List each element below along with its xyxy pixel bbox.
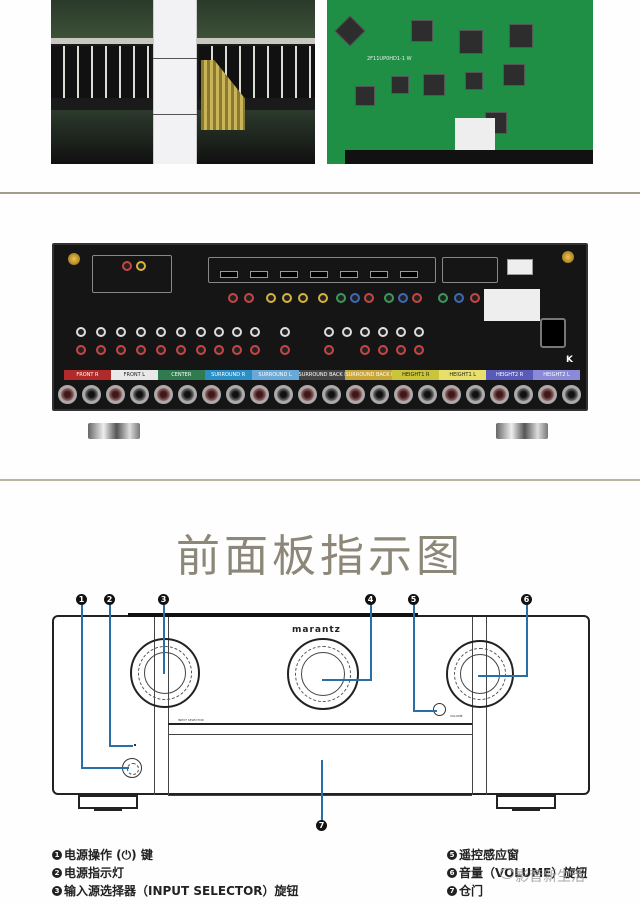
speaker-label: FRONT L: [110, 370, 158, 380]
amplifier-interior-photo: [51, 0, 315, 164]
pcb-marking: 2F11UP0HD1-1 W: [367, 56, 412, 62]
chip: [503, 64, 525, 86]
ribbon-cable: [153, 0, 197, 164]
front-foot-left: [78, 795, 138, 811]
speaker-label: SURROUND BACK L: [345, 370, 393, 380]
hdmi-port: [310, 271, 328, 278]
antenna-connector: [68, 253, 80, 265]
front-panel-title: 前面板指示图: [176, 531, 464, 582]
chip: [459, 30, 483, 54]
heatsink: [51, 46, 151, 98]
input-selector-knob[interactable]: [130, 638, 200, 708]
legend-item: 6 音量（VOLUME）旋钮: [447, 864, 587, 882]
wechat-icon: [500, 868, 514, 879]
legend-right: 5 遥控感应窗 6 音量（VOLUME）旋钮 7 仓门: [447, 846, 587, 900]
chip: [465, 72, 483, 90]
rear-panel-photo: FRONT R FRONT L CENTER SURROUND R SURROU…: [52, 243, 588, 411]
hdmi-port: [370, 271, 388, 278]
hdmi-port: [280, 271, 298, 278]
legend-item: 3 输入源选择器（INPUT SELECTOR）旋钮: [52, 882, 299, 900]
hdmi-in-block: [208, 257, 436, 283]
lan-port: [507, 259, 533, 275]
callout-5: 5: [408, 594, 419, 605]
callout-2: 2: [104, 594, 115, 605]
hdmi-port: [250, 271, 268, 278]
hdmi-port: [340, 271, 358, 278]
ac-inlet: [540, 318, 566, 348]
chip: [391, 76, 409, 94]
speaker-label: HEIGHT2 L: [533, 370, 580, 380]
speaker-label: SURROUND L: [251, 370, 299, 380]
legend-item: 2 电源指示灯: [52, 864, 299, 882]
rear-foot-right: [496, 423, 548, 439]
legend-left: 1 电源操作 (⏻) 键 2 电源指示灯 3 输入源选择器（INPUT SELE…: [52, 846, 299, 900]
front-panel-diagram: marantz VOLUME INPUT SELECTOR 1 2 3 4 5 …: [0, 590, 640, 840]
rear-panel-k-mark: K: [566, 355, 573, 365]
speaker-terminal-labels: FRONT R FRONT L CENTER SURROUND R SURROU…: [64, 370, 580, 380]
hdmi-out-block: [442, 257, 498, 283]
speaker-label: HEIGHT1 L: [439, 370, 487, 380]
speaker-label: HEIGHT1 R: [392, 370, 440, 380]
front-foot-right: [496, 795, 556, 811]
power-indicator: [134, 744, 136, 746]
speaker-label: HEIGHT2 R: [486, 370, 534, 380]
center-knob[interactable]: [287, 638, 359, 710]
callout-3: 3: [158, 594, 169, 605]
brand-logo: marantz: [292, 625, 341, 635]
interior-photos: 2F11UP0HD1-1 W: [51, 0, 593, 164]
section-divider: [0, 479, 640, 481]
input-selector-label: INPUT SELECTOR: [178, 718, 204, 722]
remote-sensor-window: [433, 703, 446, 716]
callout-4: 4: [365, 594, 376, 605]
chip: [355, 86, 375, 106]
volume-knob[interactable]: [446, 640, 514, 708]
rear-foot-left: [88, 423, 140, 439]
pcb-photo: 2F11UP0HD1-1 W: [327, 0, 593, 164]
chip: [423, 74, 445, 96]
chip: [411, 20, 433, 42]
speaker-label: SURROUND R: [204, 370, 252, 380]
speaker-label: SURROUND BACK R: [298, 370, 346, 380]
callout-1: 1: [76, 594, 87, 605]
chip: [509, 24, 533, 48]
section-divider: [0, 192, 640, 194]
volume-label: VOLUME: [450, 714, 463, 718]
speaker-label: CENTER: [157, 370, 205, 380]
legend-item: 1 电源操作 (⏻) 键: [52, 846, 299, 864]
chip: [334, 15, 366, 47]
hdmi-port: [400, 271, 418, 278]
legend-item: 7 仓门: [447, 882, 587, 900]
speaker-label: FRONT R: [64, 370, 111, 380]
hdmi-port: [220, 271, 238, 278]
antenna-connector: [562, 251, 574, 263]
callout-6: 6: [521, 594, 532, 605]
legend-item: 5 遥控感应窗: [447, 846, 587, 864]
watermark: 影音新生活: [515, 869, 585, 885]
callout-7: 7: [316, 820, 327, 831]
